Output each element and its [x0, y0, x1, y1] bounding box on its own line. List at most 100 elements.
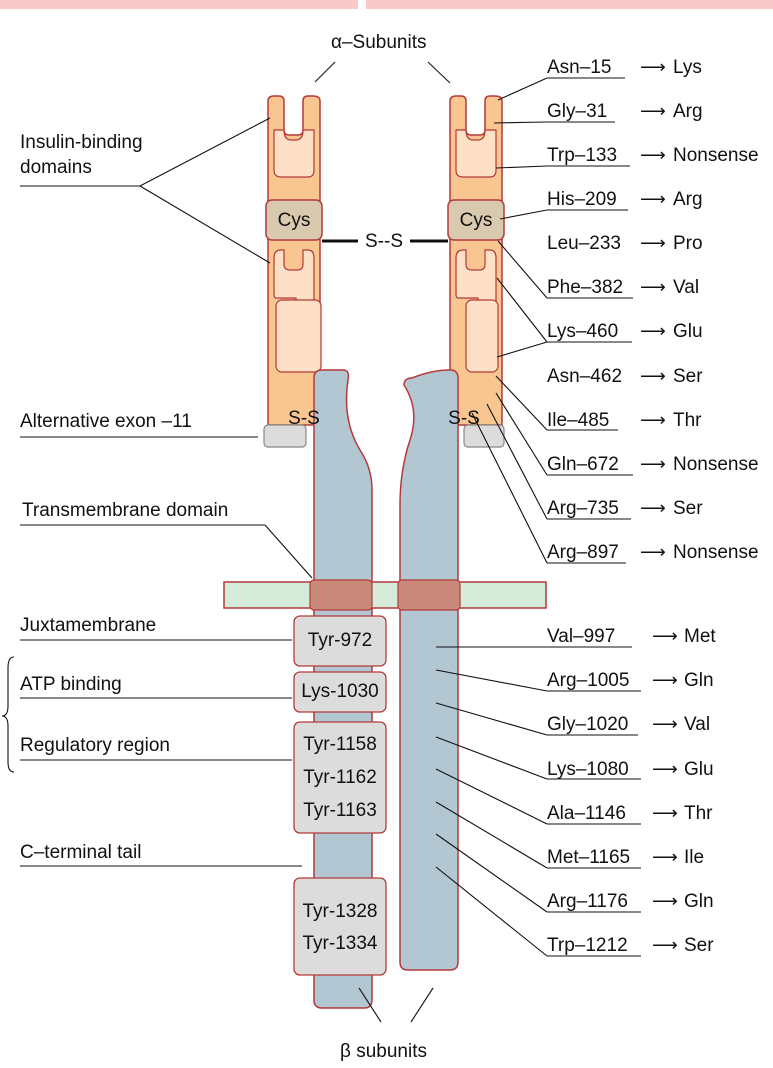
ss-right-label: S-S — [448, 408, 480, 429]
right-arrow-icon: ⟶ — [640, 233, 666, 253]
membrane-band-right — [397, 579, 461, 611]
alt-exon-label: Alternative exon –11 — [20, 411, 192, 432]
alpha-mutation-to: Val — [673, 277, 700, 298]
tail-box — [293, 877, 387, 976]
alpha-mutation-to: Thr — [673, 410, 702, 431]
beta-subunits-label: β subunits — [340, 1041, 427, 1062]
beta-mutation-from: Ala–1146 — [547, 803, 626, 824]
ss-bridge-label: S--S — [358, 232, 410, 251]
alpha-mutation-to: Nonsense — [673, 542, 759, 563]
beta-mutation-to: Glu — [684, 759, 714, 780]
alpha-mutation-lines — [471, 77, 633, 564]
tyr1158-label: Tyr-1158 — [303, 734, 377, 755]
right-arrow-icon: ⟶ — [640, 189, 666, 209]
beta-mutation-from: Gly–1020 — [547, 714, 629, 735]
alpha-mutation-to: Nonsense — [673, 145, 759, 166]
right-arrow-icon: ⟶ — [640, 498, 666, 518]
lys1030-label: Lys-1030 — [301, 681, 379, 702]
right-arrow-icon: ⟶ — [652, 935, 678, 955]
left-label-lines — [1, 117, 313, 867]
beta-mutation-to: Gln — [684, 891, 714, 912]
tyr1328-label: Tyr-1328 — [302, 901, 378, 922]
alpha-mutation-from: Asn–15 — [547, 57, 612, 78]
alpha-pointer-left — [314, 61, 336, 83]
beta-mutation-from: Val–997 — [547, 626, 616, 647]
tyr972-label: Tyr-972 — [307, 630, 373, 651]
regulatory-region-label: Regulatory region — [20, 735, 170, 756]
beta-mutation-from: Lys–1080 — [547, 759, 629, 780]
alpha-mutation-to: Glu — [673, 321, 703, 342]
right-arrow-icon: ⟶ — [640, 145, 666, 165]
right-arrow-icon: ⟶ — [640, 542, 666, 562]
insulin-binding-label-line1: Insulin-binding — [20, 132, 143, 153]
beta-mutation-from: Trp–1212 — [547, 935, 628, 956]
alpha-mutation-from: Arg–897 — [547, 542, 619, 563]
alpha-pointer-right — [427, 61, 451, 84]
beta-mutation-from: Arg–1005 — [547, 670, 630, 691]
right-arrow-icon: ⟶ — [652, 847, 678, 867]
c-terminal-tail-label: C–terminal tail — [20, 842, 142, 863]
alpha-mutation-from: Leu–233 — [547, 233, 621, 254]
alpha-mutation-from: Asn–462 — [547, 366, 623, 387]
alpha-mutation-from: Gly–31 — [547, 101, 608, 122]
right-arrow-icon: ⟶ — [652, 891, 678, 911]
right-arrow-icon: ⟶ — [640, 57, 666, 77]
alpha-mutation-to: Arg — [673, 189, 703, 210]
beta-mutation-to: Val — [684, 714, 711, 735]
top-bar-left — [0, 0, 358, 9]
cys-box-left — [265, 199, 323, 241]
alpha-mutation-to: Ser — [673, 498, 703, 519]
alpha-mutation-to: Pro — [673, 233, 703, 254]
alpha-mutation-to: Nonsense — [673, 454, 759, 475]
membrane — [223, 581, 547, 609]
lys1030-box — [293, 671, 387, 713]
beta-mutation-to: Ser — [684, 935, 714, 956]
right-arrow-icon: ⟶ — [640, 101, 666, 121]
beta-subunit-right — [399, 369, 459, 971]
beta-mutation-lines — [435, 646, 641, 957]
right-arrow-icon: ⟶ — [652, 670, 678, 690]
ss-left-label: S-S — [288, 408, 320, 429]
beta-mutation-from: Arg–1176 — [547, 891, 628, 912]
alpha-mutation-from: Ile–485 — [547, 410, 610, 431]
alpha-mutation-from: Lys–460 — [547, 321, 619, 342]
alt-exon-box-left — [263, 424, 307, 448]
transmembrane-label: Transmembrane domain — [22, 500, 229, 521]
alpha-subunits-label: α–Subunits — [331, 32, 427, 53]
right-arrow-icon: ⟶ — [652, 626, 678, 646]
beta-pointer-right — [410, 987, 434, 1023]
beta-mutation-to: Ile — [684, 847, 705, 868]
regulatory-box — [293, 721, 387, 834]
alpha-mutation-from: Gln–672 — [547, 454, 619, 475]
atp-binding-label: ATP binding — [20, 674, 122, 695]
right-arrow-icon: ⟶ — [640, 454, 666, 474]
right-arrow-icon: ⟶ — [640, 321, 666, 341]
membrane-band-left — [309, 579, 373, 611]
beta-mutation-to: Met — [684, 626, 716, 647]
beta-mutation-to: Gln — [684, 670, 714, 691]
right-arrow-icon: ⟶ — [640, 366, 666, 386]
alpha-mutation-to: Ser — [673, 366, 703, 387]
cys-box-right — [447, 199, 505, 241]
right-arrow-icon: ⟶ — [652, 803, 678, 823]
tyr972-box — [293, 615, 387, 667]
right-arrow-icon: ⟶ — [652, 759, 678, 779]
right-arrow-icon: ⟶ — [640, 410, 666, 430]
alpha-mutation-to: Lys — [673, 57, 702, 78]
right-arrow-icon: ⟶ — [640, 277, 666, 297]
beta-mutation-to: Thr — [684, 803, 713, 824]
tyr1162-label: Tyr-1162 — [303, 767, 377, 788]
tyr1334-label: Tyr-1334 — [302, 933, 378, 954]
alpha-mutation-from: Trp–133 — [547, 145, 618, 166]
alpha-mutation-from: His–209 — [547, 189, 617, 210]
alpha-mutation-to: Arg — [673, 101, 703, 122]
alpha-subunit-left — [263, 95, 323, 448]
right-arrow-icon: ⟶ — [652, 714, 678, 734]
insulin-binding-label-line2: domains — [20, 157, 92, 178]
cys-label-left: Cys — [277, 210, 311, 231]
alpha-subunit-right — [447, 95, 505, 448]
alpha-mutation-from: Phe–382 — [547, 277, 624, 298]
tyr1163-label: Tyr-1163 — [303, 800, 377, 821]
alpha-mutation-from: Arg–735 — [547, 498, 619, 519]
